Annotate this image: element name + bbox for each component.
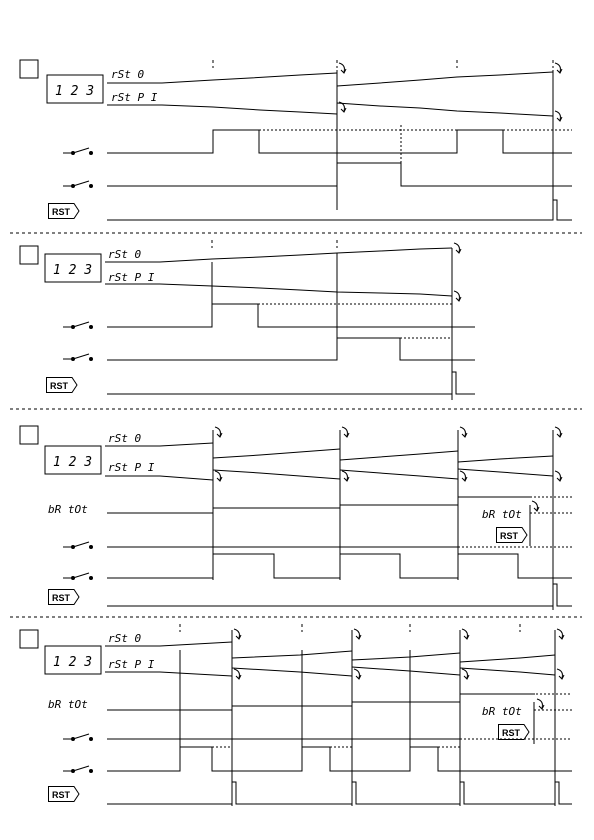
rst-key-label: RST bbox=[52, 207, 71, 217]
reset-arrow-icon bbox=[454, 291, 461, 301]
switch-1-icon bbox=[63, 542, 93, 549]
reset-arrow-icon bbox=[339, 63, 346, 73]
checkbox-icon[interactable] bbox=[20, 426, 38, 444]
rstp1-trace bbox=[160, 667, 555, 676]
rst-key-label: RST bbox=[502, 728, 521, 738]
rst-p1-label: rSt P I bbox=[108, 461, 155, 474]
switch-2-icon bbox=[63, 766, 93, 773]
rstp1-trace bbox=[160, 469, 553, 480]
panel-1: 1 2 3 rSt 0 rSt P I RST bbox=[20, 60, 572, 220]
reset-arrow-icon bbox=[234, 669, 241, 679]
rstp1-trace bbox=[160, 284, 452, 296]
panel-2: 1 2 3 rSt 0 rSt P I RST bbox=[20, 240, 475, 400]
rst0-trace bbox=[160, 248, 452, 262]
rst0-trace bbox=[160, 642, 555, 662]
reset-arrow-icon bbox=[342, 427, 349, 437]
reset-arrow-icon bbox=[215, 427, 222, 437]
batot-label: bR tOt bbox=[48, 698, 88, 711]
rst-trace bbox=[107, 372, 475, 394]
rst0-trace bbox=[160, 443, 553, 462]
batot-trace bbox=[107, 497, 530, 513]
input1-trace bbox=[107, 130, 572, 153]
input1-trace bbox=[107, 304, 475, 327]
reset-arrow-icon bbox=[342, 471, 349, 481]
rstp1-trace bbox=[162, 103, 553, 116]
reset-arrow-icon bbox=[460, 427, 467, 437]
batot-callout-label: bR tOt bbox=[482, 508, 522, 521]
panel-4: 1 2 3 rSt 0 rSt P I bR tOt bR tOt bbox=[20, 624, 572, 806]
reset-arrow-icon bbox=[462, 669, 469, 679]
reset-arrow-icon bbox=[555, 471, 562, 481]
display-value: 1 2 3 bbox=[53, 455, 92, 470]
rst-p1-label: rSt P I bbox=[111, 91, 158, 104]
switch-1-icon bbox=[63, 322, 93, 329]
display-value: 1 2 3 bbox=[53, 655, 92, 670]
input2-trace bbox=[107, 338, 475, 360]
rst-key-label: RST bbox=[52, 790, 71, 800]
checkbox-icon[interactable] bbox=[20, 60, 38, 78]
rst-0-label: rSt 0 bbox=[111, 68, 144, 81]
rst-trace bbox=[107, 584, 572, 606]
batot-label: bR tOt bbox=[48, 503, 88, 516]
display-value: 1 2 3 bbox=[53, 263, 92, 278]
reset-arrow-icon bbox=[354, 669, 361, 679]
rst-p1-label: rSt P I bbox=[108, 271, 155, 284]
rst0-trace bbox=[162, 72, 553, 86]
batot-trace bbox=[107, 694, 535, 710]
reset-arrow-icon bbox=[454, 243, 461, 253]
display-value: 1 2 3 bbox=[55, 84, 94, 99]
reset-arrow-icon bbox=[462, 629, 469, 639]
checkbox-icon[interactable] bbox=[20, 630, 38, 648]
reset-arrow-icon bbox=[215, 471, 222, 481]
switch-1-icon bbox=[63, 148, 93, 155]
rst-0-label: rSt 0 bbox=[108, 248, 141, 261]
reset-arrow-icon bbox=[537, 699, 544, 709]
switch-2-icon bbox=[63, 573, 93, 580]
switch-1-icon bbox=[63, 734, 93, 741]
reset-arrow-icon bbox=[234, 629, 241, 639]
reset-arrow-icon bbox=[555, 63, 562, 73]
panel-3: 1 2 3 rSt 0 rSt P I bR tOt bR tOt RST bbox=[20, 426, 572, 610]
input2-trace bbox=[107, 747, 572, 771]
rst-key-label: RST bbox=[500, 531, 519, 541]
reset-arrow-icon bbox=[354, 629, 361, 639]
rst-0-label: rSt 0 bbox=[108, 432, 141, 445]
reset-arrow-icon bbox=[557, 669, 564, 679]
checkbox-icon[interactable] bbox=[20, 246, 38, 264]
input2-trace bbox=[107, 554, 572, 578]
batot-callout-label: bR tOt bbox=[482, 705, 522, 718]
rst-0-label: rSt 0 bbox=[108, 632, 141, 645]
switch-2-icon bbox=[63, 354, 93, 361]
reset-arrow-icon bbox=[555, 427, 562, 437]
rst-trace bbox=[107, 200, 572, 220]
switch-2-icon bbox=[63, 181, 93, 188]
reset-arrow-icon bbox=[532, 501, 539, 511]
rst-key-label: RST bbox=[50, 381, 69, 391]
reset-arrow-icon bbox=[460, 471, 467, 481]
rst-trace bbox=[107, 782, 572, 804]
reset-arrow-icon bbox=[557, 629, 564, 639]
reset-arrow-icon bbox=[555, 111, 562, 121]
input2-trace bbox=[107, 163, 572, 186]
rst-p1-label: rSt P I bbox=[108, 658, 155, 671]
rst-key-label: RST bbox=[52, 593, 71, 603]
